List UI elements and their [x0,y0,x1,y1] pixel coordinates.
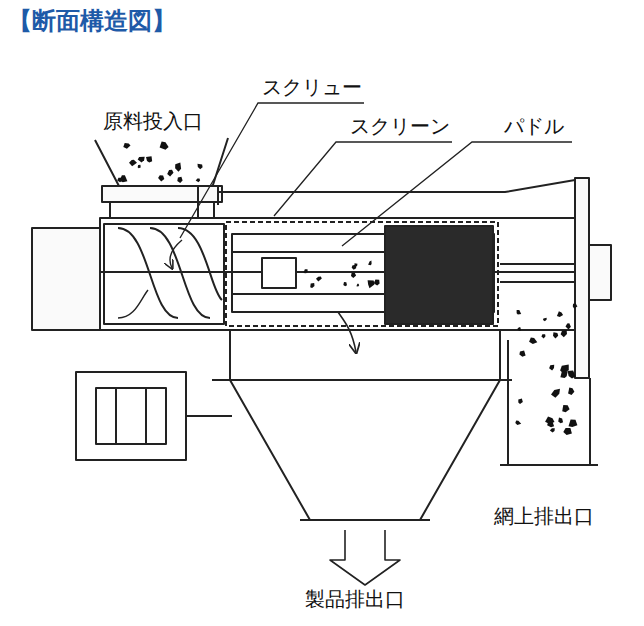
flow-arrow [338,312,356,352]
particle [160,142,169,150]
particle [519,351,525,357]
particle [518,398,523,404]
screen-cylinder [226,222,498,326]
leader-line [342,142,572,246]
particle [368,280,375,288]
inlet-flange [102,186,222,202]
leader-line [180,103,364,238]
particle [129,160,137,166]
particle [177,177,182,183]
particle [120,175,128,182]
particle [374,280,380,286]
casing [100,218,575,330]
particle [138,165,141,169]
particle [563,428,572,435]
part-label: 製品排出口 [305,586,405,612]
particle [138,157,145,163]
particle [561,330,567,337]
motor [145,388,147,444]
particle [196,178,200,182]
part-label: スクリーン [350,113,450,139]
particle [550,428,555,432]
particle [558,418,563,424]
hopper [95,138,228,188]
casing-top [198,180,575,218]
drive-housing [32,228,100,330]
particle [568,371,576,379]
diagram-title: 【断面構造図】 [8,6,176,36]
particle [175,163,181,172]
product-hopper [212,380,512,520]
particle [517,310,522,315]
oversize-chute [500,340,598,465]
particle [368,261,372,266]
particle [310,283,314,288]
accumulated-material [385,226,493,324]
particle [356,284,359,287]
particle [569,420,578,428]
particle [529,338,537,345]
particle [343,282,347,286]
part-label: パドル [504,113,564,139]
particle [566,323,571,329]
belt [186,415,232,417]
motor [76,372,186,460]
part-label: スクリュー [262,74,362,100]
discharge-arrow [330,530,400,585]
motor [96,388,166,444]
screw-housing [104,224,224,324]
screw-flight [118,228,222,318]
lower-casing [230,330,500,380]
particle [553,332,558,338]
particle [541,334,545,338]
end-plate [575,178,589,378]
part-label: 網上排出口 [494,503,594,529]
particle [167,170,173,177]
motor [115,388,117,444]
shaft [500,281,575,283]
particle [316,277,322,282]
shaft [100,271,575,273]
particle [573,304,578,309]
particle [562,405,569,412]
bearing [589,245,611,300]
part-label: 原料投入口 [103,108,203,134]
particle [545,417,554,424]
shaft [500,263,575,265]
particle [304,269,308,273]
particle [543,318,547,322]
particle [549,365,554,371]
particle [158,175,164,181]
particle [515,421,521,425]
flow-arrow [118,240,182,318]
particle [198,164,203,169]
particle [560,371,567,378]
particle [374,280,379,285]
particle [146,156,152,162]
particle [551,389,560,398]
particle [557,311,563,317]
particle [355,263,358,267]
particle [568,387,574,395]
hub [262,258,296,288]
particle [517,327,521,331]
particle [123,143,130,149]
particle [351,273,356,278]
